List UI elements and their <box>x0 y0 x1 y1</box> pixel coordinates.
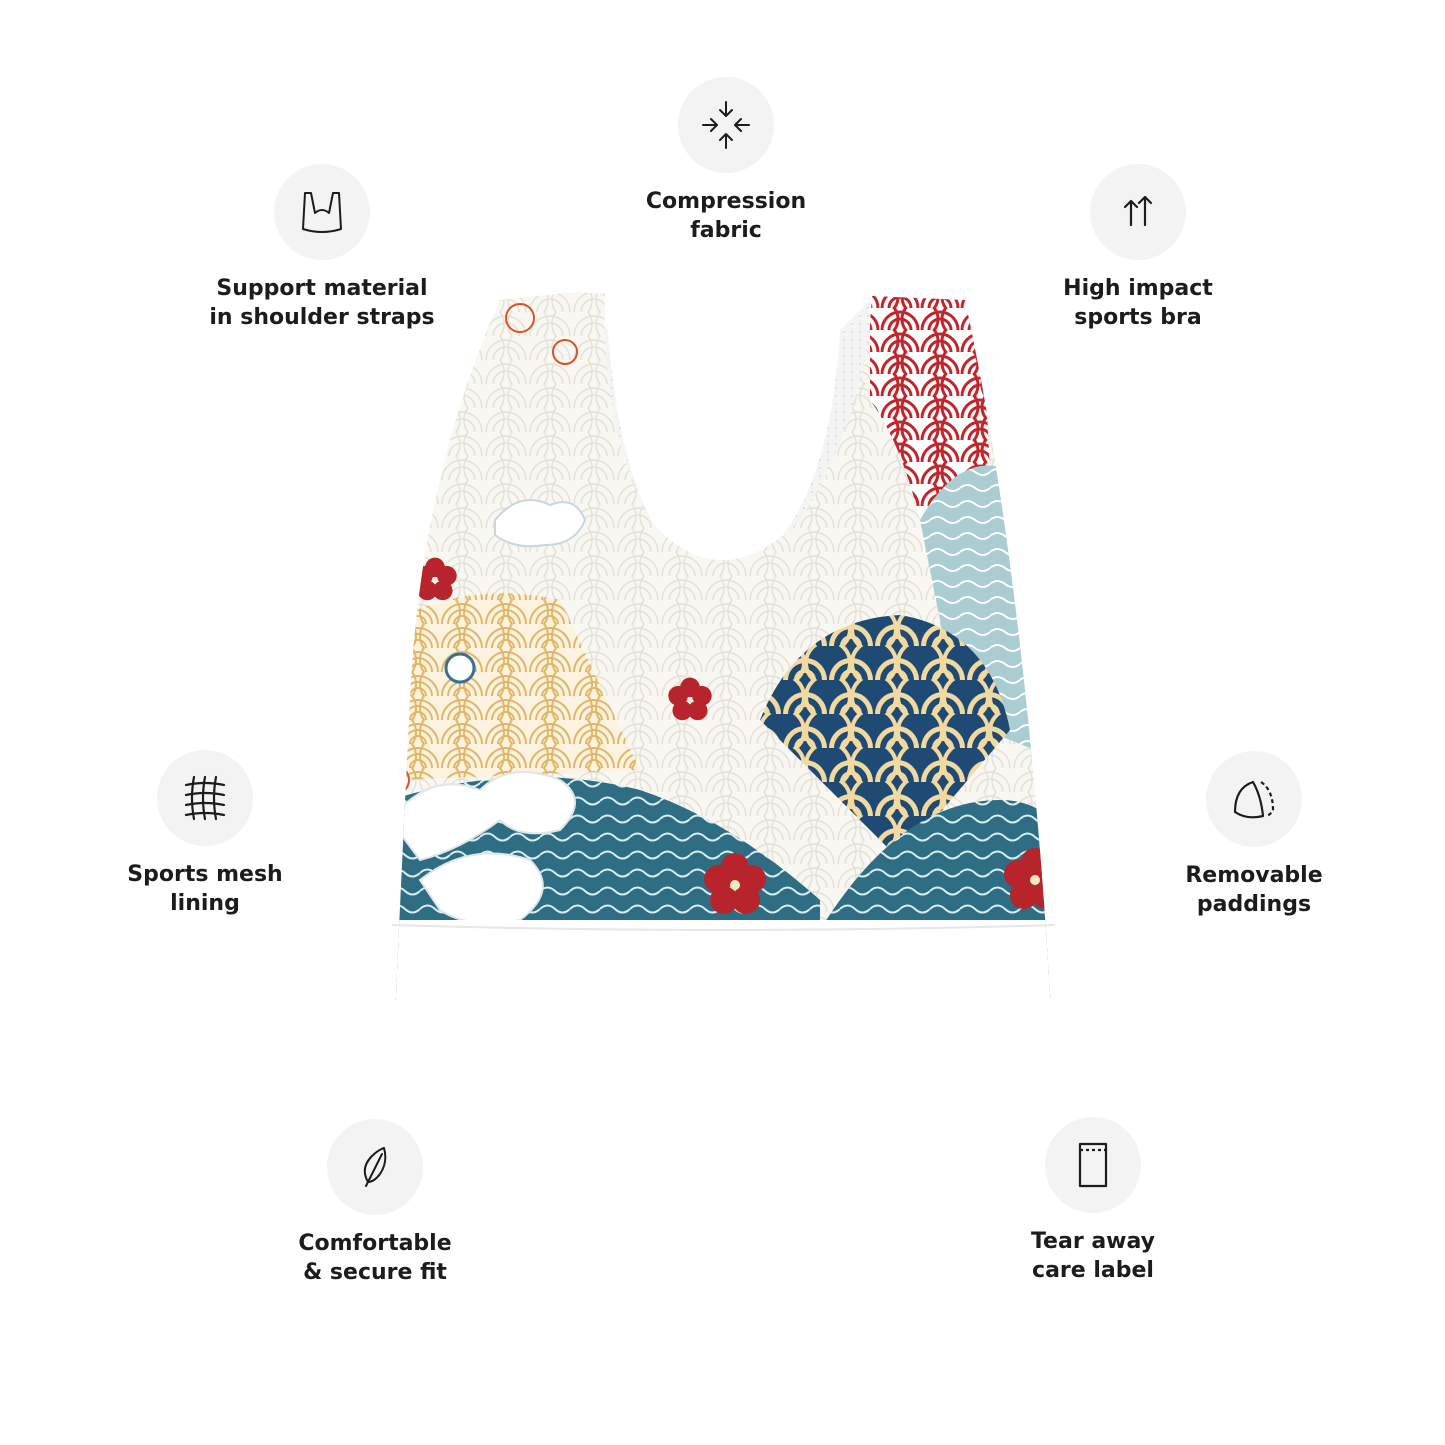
feature-label: Comfortable & secure fit <box>298 1231 452 1285</box>
compression-arrows-icon <box>678 77 774 173</box>
feather-icon <box>327 1119 423 1215</box>
feature-high-impact: High impact sports bra <box>988 164 1288 332</box>
feature-paddings: Removable paddings <box>1104 751 1404 919</box>
double-up-arrow-icon <box>1090 164 1186 260</box>
mesh-net-icon <box>157 750 253 846</box>
feature-label: Sports mesh lining <box>127 862 283 916</box>
feature-care-label: Tear away care label <box>943 1117 1243 1285</box>
feature-mesh: Sports mesh lining <box>55 750 355 918</box>
padding-cups-icon <box>1206 751 1302 847</box>
shoulder-straps-icon <box>274 164 370 260</box>
feature-label: Removable paddings <box>1185 863 1323 917</box>
feature-compression: Compression fabric <box>576 77 876 245</box>
feature-label: Tear away care label <box>1030 1229 1156 1283</box>
feature-label: Compression fabric <box>645 189 807 243</box>
feature-label: High impact sports bra <box>1063 276 1213 330</box>
care-label-icon <box>1045 1117 1141 1213</box>
feature-support: Support material in shoulder straps <box>172 164 472 332</box>
feature-comfort: Comfortable & secure fit <box>225 1119 525 1287</box>
feature-label: Support material in shoulder straps <box>209 276 435 330</box>
